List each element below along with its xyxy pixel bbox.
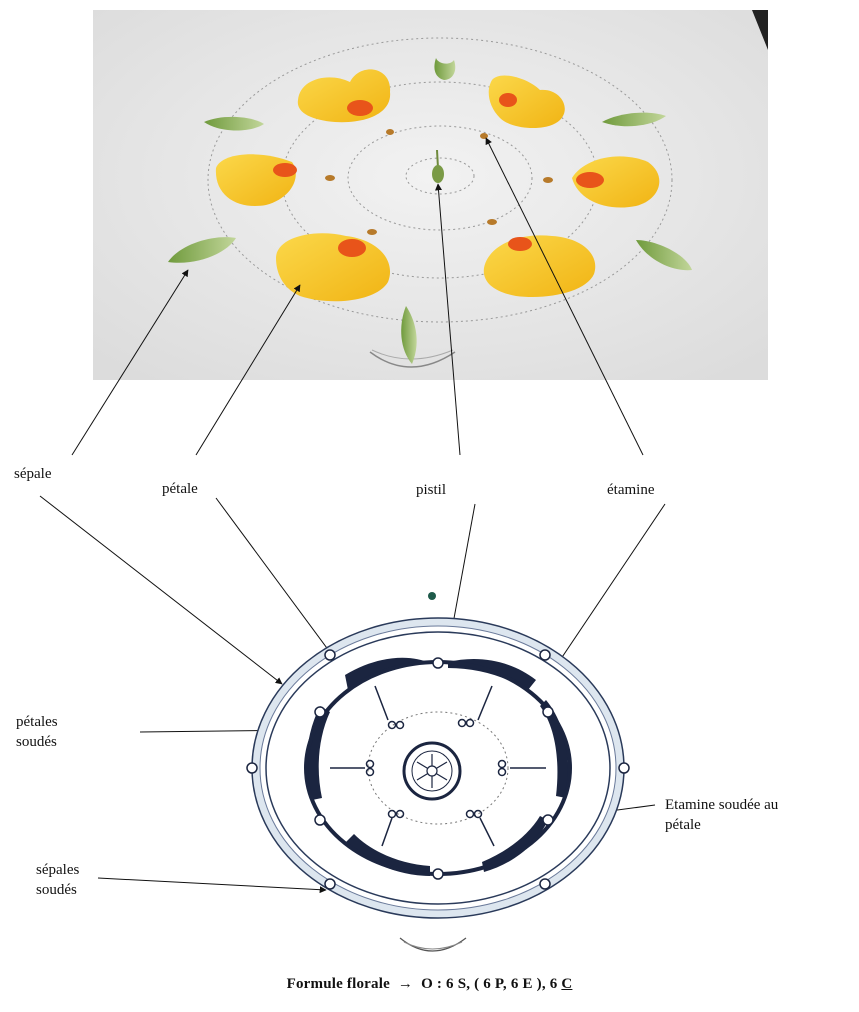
- label-petales-soudes-line2: soudés: [16, 733, 57, 752]
- label-sepales-soudes-line1: sépales: [36, 861, 79, 880]
- pistil-diagram: [404, 743, 460, 799]
- label-pistil: pistil: [416, 481, 446, 500]
- formula-arrow: →: [398, 976, 413, 992]
- label-petale: pétale: [162, 480, 198, 499]
- label-sepale: sépale: [14, 465, 51, 484]
- label-etamine-soudee-line1: Etamine soudée au: [665, 796, 778, 815]
- formula-prefix: Formule florale: [287, 976, 390, 992]
- label-etamine: étamine: [607, 481, 654, 500]
- label-etamine-soudee-line2: pétale: [665, 816, 701, 835]
- formula-underlined: C: [561, 976, 572, 992]
- floral-formula: Formule florale → O : 6 S, ( 6 P, 6 E ),…: [0, 976, 859, 993]
- arrow-sepale-diagram: [40, 496, 282, 684]
- label-petales-soudes-line1: pétales: [16, 713, 58, 732]
- formula-body: O : 6 S, ( 6 P, 6 E ), 6: [421, 976, 557, 992]
- arrow-sepales-soudes: [98, 878, 326, 890]
- axis-dot: [428, 592, 436, 600]
- floral-diagram: [247, 592, 629, 951]
- flower-dissection-photo: [93, 10, 768, 380]
- label-sepales-soudes-line2: soudés: [36, 881, 77, 900]
